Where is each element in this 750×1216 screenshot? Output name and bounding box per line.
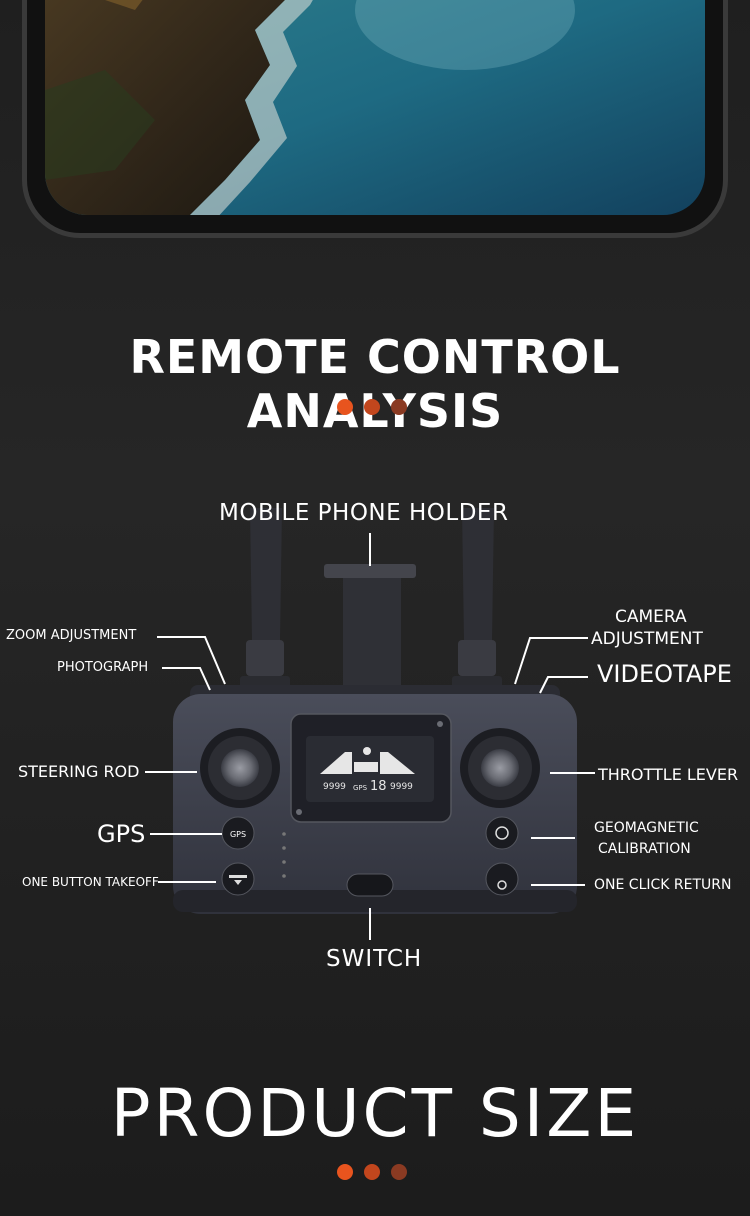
calibration-button[interactable] [485, 816, 519, 850]
coastline-photo [45, 0, 705, 215]
title-dots-2 [335, 1164, 415, 1180]
right-stick [460, 728, 540, 808]
label-takeoff: ONE BUTTON TAKEOFF [22, 875, 159, 889]
dot-1 [337, 399, 353, 415]
dot-2 [364, 1164, 380, 1180]
label-photograph: PHOTOGRAPH [57, 660, 149, 675]
label-phone-holder: MOBILE PHONE HOLDER [219, 500, 509, 526]
label-steering-rod: STEERING ROD [18, 762, 140, 781]
drone-footage-image [45, 0, 705, 215]
takeoff-button[interactable] [221, 862, 255, 896]
label-return: ONE CLICK RETURN [594, 877, 732, 893]
left-stick [200, 728, 280, 808]
lcd-display [290, 713, 452, 823]
lcd-readout-left: 9999 [323, 782, 346, 792]
label-geomag-line1: GEOMAGNETIC [594, 820, 699, 836]
remote-controller: GPS [173, 508, 577, 914]
right-antenna [452, 508, 502, 690]
dot-2 [364, 399, 380, 415]
section-title-product-size: PRODUCT SIZE [110, 1075, 640, 1152]
phone-preview [22, 0, 728, 238]
label-camera-line1: CAMERA [615, 607, 687, 627]
label-switch: SWITCH [326, 946, 423, 972]
lcd-readout-sats: 18 [370, 779, 387, 794]
label-zoom: ZOOM ADJUSTMENT [6, 628, 137, 643]
gps-button-label: GPS [230, 830, 246, 839]
dot-1 [337, 1164, 353, 1180]
dot-3 [391, 1164, 407, 1180]
lcd-readout-gps: GPS [353, 784, 368, 792]
dot-3 [391, 399, 407, 415]
phone-holder [324, 564, 416, 690]
title-dots [335, 399, 415, 415]
return-button[interactable] [485, 862, 519, 896]
indicator-leds [282, 832, 286, 878]
label-throttle-lever: THROTTLE LEVER [598, 765, 739, 784]
label-videotape: VIDEOTAPE [597, 660, 732, 688]
label-camera-line2: ADJUSTMENT [591, 629, 703, 649]
label-gps: GPS [97, 820, 146, 848]
lcd-readout-right: 9999 [390, 782, 413, 792]
power-switch[interactable] [346, 873, 394, 897]
section-title-remote-control: REMOTE CONTROL ANALYSIS [129, 330, 621, 438]
label-geomag-line2: CALIBRATION [598, 841, 691, 857]
